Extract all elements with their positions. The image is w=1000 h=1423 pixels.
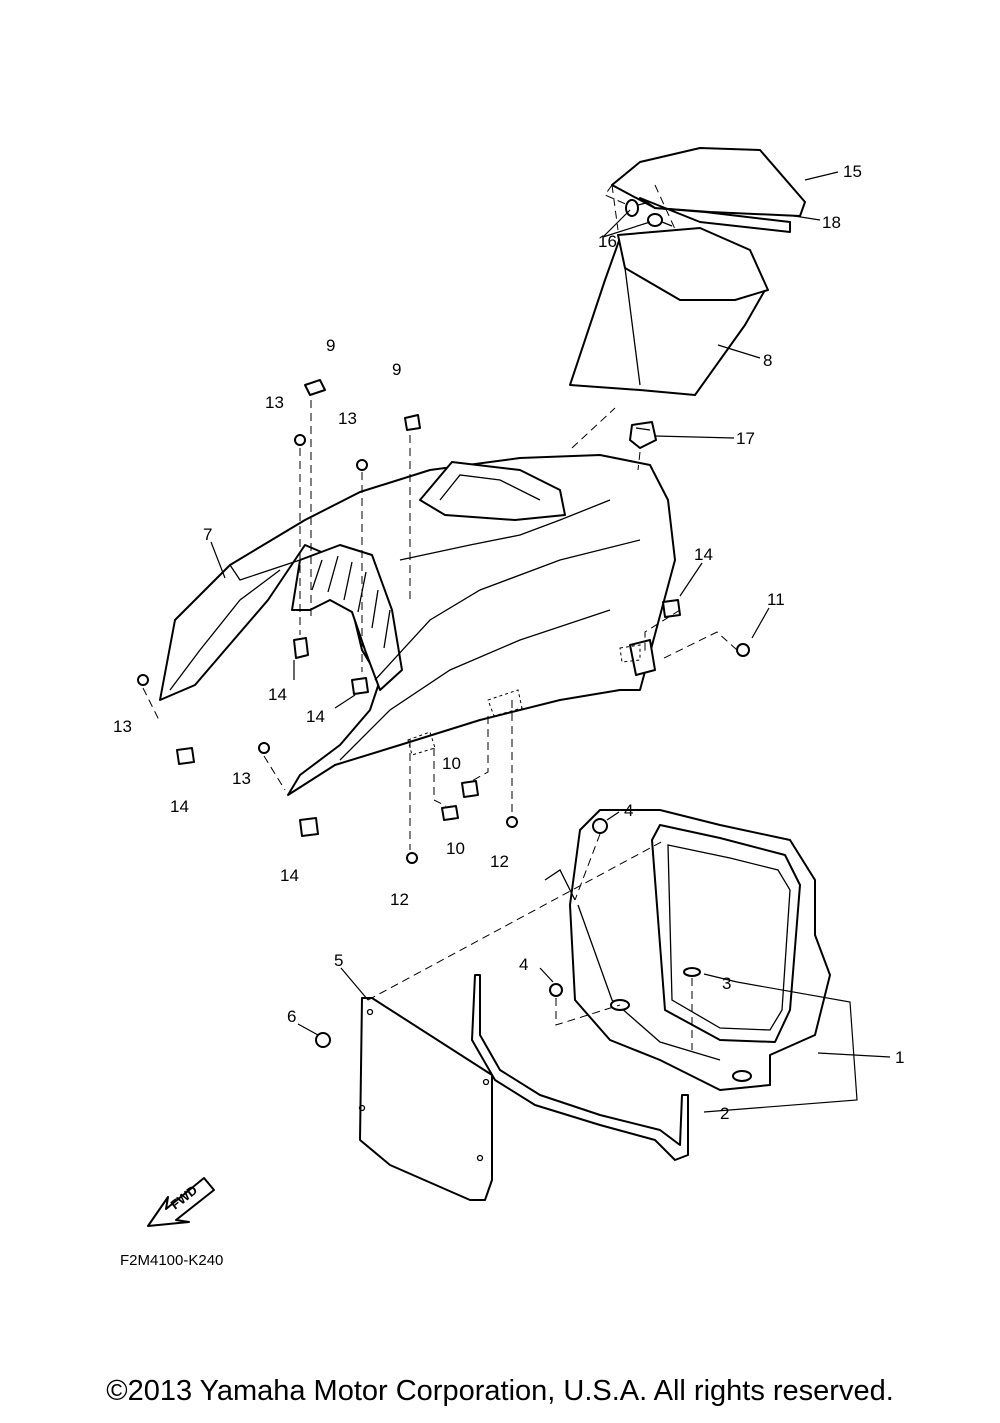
callout-5: 5: [334, 951, 343, 970]
callout-2: 2: [720, 1104, 729, 1123]
callout-11: 11: [767, 590, 785, 609]
seat-cover-panels: [604, 147, 806, 241]
callout-12b: 12: [390, 890, 409, 909]
callout-8: 8: [763, 351, 772, 370]
lid-plate: [358, 997, 493, 1201]
callout-9b: 9: [392, 360, 401, 379]
callout-15: 15: [843, 162, 862, 181]
callout-4b: 4: [519, 955, 528, 974]
callout-9a: 9: [326, 336, 335, 355]
callout-14d: 14: [170, 797, 189, 816]
clip-17: [629, 421, 657, 449]
assembly-lines: [142, 400, 738, 1050]
callout-18: 18: [822, 213, 841, 232]
fasteners: [137, 379, 750, 1048]
callout-13d: 13: [232, 769, 251, 788]
copyright-notice: ©2013 Yamaha Motor Corporation, U.S.A. A…: [106, 1375, 894, 1407]
fwd-arrow-icon: FWD: [147, 1177, 215, 1227]
callout-14b: 14: [268, 685, 287, 704]
callout-10a: 10: [442, 754, 461, 773]
callout-6: 6: [287, 1007, 296, 1026]
callout-14e: 14: [280, 866, 299, 885]
leader-lines: [210, 171, 891, 1113]
callout-10b: 10: [446, 839, 465, 858]
callouts: 15 18 16 8 9 9 13 13 17 7 14 11 14 14 13…: [113, 162, 904, 1123]
rear-fender: [159, 454, 676, 796]
callout-12a: 12: [490, 852, 509, 871]
seal-strip: [471, 974, 689, 1161]
diagram-code: F2M4100-K240: [120, 1252, 223, 1269]
callout-13b: 13: [338, 409, 357, 428]
rear-cover: [569, 227, 769, 396]
callout-7: 7: [203, 525, 212, 544]
callout-4a: 4: [624, 801, 633, 820]
callout-14c: 14: [306, 707, 325, 726]
storage-box: [544, 809, 831, 1091]
callout-13a: 13: [265, 393, 284, 412]
callout-16: 16: [598, 232, 617, 251]
callout-3: 3: [722, 974, 731, 993]
callout-1: 1: [895, 1048, 904, 1067]
callout-17: 17: [736, 429, 755, 448]
callout-13c: 13: [113, 717, 132, 736]
callout-14a: 14: [694, 545, 713, 564]
